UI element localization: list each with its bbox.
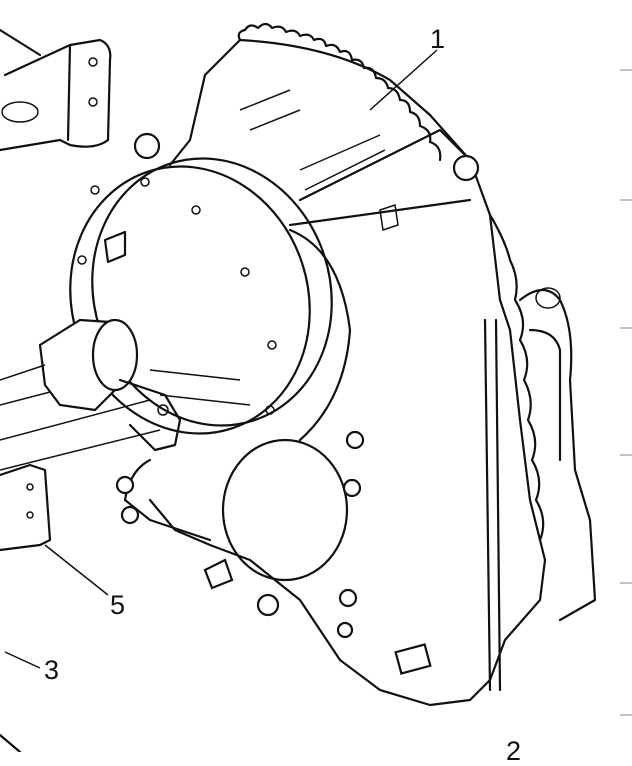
margin-ticks [620, 69, 632, 716]
mount-bracket-bottom [0, 463, 52, 752]
leader-lines [4, 49, 438, 669]
callout-5: 5 [110, 590, 126, 620]
callout-3: 3 [44, 655, 60, 685]
converter-cover [69, 157, 352, 442]
callout-1: 1 [430, 24, 446, 54]
pump-cover [115, 430, 365, 639]
transmission-housing [133, 22, 597, 707]
mount-bracket-top [0, 28, 112, 152]
output-yoke [0, 318, 182, 471]
